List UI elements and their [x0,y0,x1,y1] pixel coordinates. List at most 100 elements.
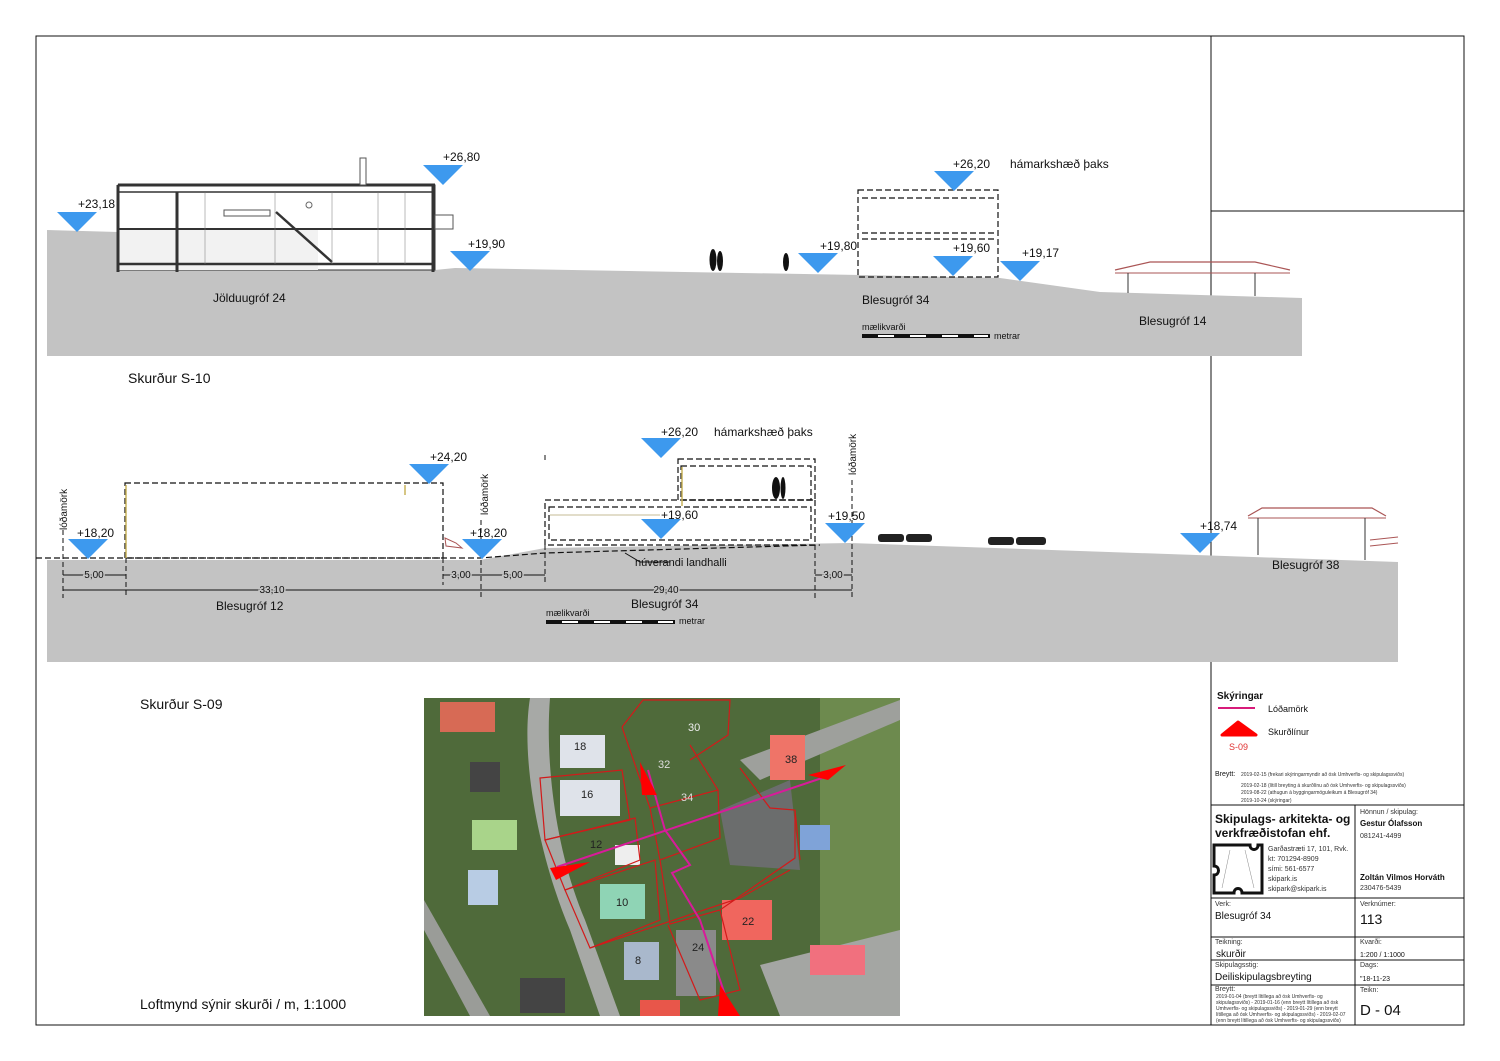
revision-text: lítillega að ósk Umhverfis- og skipulags… [1216,1011,1346,1018]
revision-entry: 2019-08-22 (athugun á byggingarmöguleiku… [1241,790,1378,796]
revision-text: 2019-01-04 (breytt lítillega að ósk Umhv… [1216,993,1323,1000]
sheet-frame [35,35,1465,1026]
max-roof-label: hámarkshæð þaks [714,425,813,439]
field-label: Breytt: [1215,986,1235,993]
field-label: Teikn: [1360,987,1378,994]
lot-label: Blesugróf 34 [862,293,930,307]
lot-number: 38 [785,754,797,766]
existing-slope-label: núverandi landhalli [635,557,727,569]
envelope-blesugrof-34-upper [677,458,816,501]
lot-label: Blesugróf 12 [216,599,284,613]
envelope-blesugrof-12 [124,482,444,559]
dimension-label: 3,00 [451,570,471,581]
elevation-marker: +19,17 [1000,246,1059,281]
firm-id: kt: 701294-8909 [1268,856,1319,863]
legend-item: Lóðamörk [1268,704,1309,714]
designer-id: 230476-5439 [1360,885,1401,892]
section-marker-icon [718,985,740,1016]
envelope-blesugrof-34-lower [544,499,816,546]
elevation-marker: +24,20 [409,450,467,484]
section-marker-icon [550,862,590,880]
svg-text:+18,20: +18,20 [470,526,507,540]
designer-name: Zoltán Vilmos Horváth [1360,873,1445,882]
building-blesugrof-38 [1247,507,1399,560]
elevation-marker: +18,20 [462,526,507,559]
designer-id: 081241-4499 [1360,833,1401,840]
svg-text:+19,50: +19,50 [828,509,865,523]
lot-boundary-label: lóðamörk [58,488,70,530]
ground-profile [47,230,1302,356]
firm-name: Skipulags- arkitekta- og [1215,812,1350,826]
svg-text:+18,20: +18,20 [77,526,114,540]
section-line-s09 [550,765,846,880]
section-title: Skurður S-10 [128,370,211,386]
revisions-label: Breytt: [1215,771,1235,778]
max-roof-label: hámarkshæð þaks [1010,157,1109,171]
elevation-marker: +26,20 [641,425,698,458]
dimension-label: 29,40 [653,585,678,596]
cars [878,534,1046,545]
revision-text: (enn breytt lítillega að ósk Umhverfis- … [1216,1017,1341,1024]
firm-name: verkfræðistofan ehf. [1215,826,1330,840]
sheet-number: D - 04 [1360,1002,1401,1019]
building-section-joldugrof-24 [116,157,454,272]
lot-number: 10 [616,897,628,909]
lot-label: Jölduugróf 24 [213,291,286,305]
section-line-s10 [640,762,740,1016]
section-marker-icon [808,765,846,780]
scale-bar-label: mælikvarði [862,322,906,332]
dimension-lines [63,574,852,591]
elevation-marker: +19,60 [641,508,698,539]
revision-entry: 2019-02-15 (frekari skýringarmyndir að ó… [1241,771,1404,778]
section-title: Skurður S-09 [140,696,223,712]
firm-phone: sími: 561-6577 [1268,866,1314,873]
section-marker-icon [1220,720,1258,737]
legend-example: S-09 [1229,742,1248,752]
firm-email: skipark@skipark.is [1268,886,1327,893]
svg-text:+26,80: +26,80 [443,150,480,164]
revision-text: skipulagssviðs) - 2019-01-16 (enn breytt… [1216,999,1339,1006]
lot-boundary-lines [62,455,853,598]
lot-boundary-label: lóðamörk [479,473,491,515]
section-s10: +23,18 +26,80 +19,90 +19,80 +26,20 hámar… [47,150,1302,386]
field-label: Teikning: [1215,939,1243,946]
scale-bar-label: mælikvarði [546,608,590,618]
svg-text:+18,74: +18,74 [1200,519,1237,533]
revision-text: Umhverfis- og skipulagssviðs) - 2019-01-… [1216,1005,1338,1012]
legend-item: Skurðlínur [1268,727,1309,737]
max-envelope-blesugrof-34 [857,189,999,278]
svg-text:+19,60: +19,60 [953,241,990,255]
elevation-marker: +19,50 [825,509,865,543]
leader-line [624,552,670,563]
firm-logo [1212,843,1264,895]
lot-number: 8 [635,955,641,967]
lot-number: 22 [742,916,754,928]
aerial-photo: 18 16 12 10 8 30 32 34 38 22 24 [424,698,900,1016]
lot-number: 18 [574,741,586,753]
building-blesugrof-14 [1114,261,1291,296]
lot-number: 32 [658,759,670,771]
elevation-marker: +26,20 [934,157,990,191]
elevation-marker: +18,20 [68,526,114,559]
scale-unit: metrar [679,616,705,626]
people-silhouettes [709,249,789,271]
drawing-scale: 1:200 / 1:1000 [1360,952,1405,959]
field-label: Hönnun / skipulag: [1360,809,1418,816]
people-silhouettes [772,477,786,499]
aerial-caption: Loftmynd sýnir skurði / m, 1:1000 [140,996,346,1012]
dimension-label: 5,00 [503,570,523,581]
ground-profile [47,543,1398,662]
dimension-label: 3,00 [823,570,843,581]
svg-text:+19,17: +19,17 [1022,246,1059,260]
stair-sketch [444,537,464,549]
lot-number: 24 [692,942,704,954]
elevation-marker: +19,60 [933,241,990,276]
lot-number: 12 [590,839,602,851]
designer-name: Gestur Ólafsson [1360,819,1422,828]
dimension-label: 5,00 [84,570,104,581]
lot-number: 34 [681,792,693,804]
svg-text:+19,90: +19,90 [468,237,505,251]
revision-entry: 2019-10-24 (skýringar) [1241,798,1292,804]
scale-bar [546,620,675,624]
lot-boundary-label: lóðamörk [847,433,859,475]
